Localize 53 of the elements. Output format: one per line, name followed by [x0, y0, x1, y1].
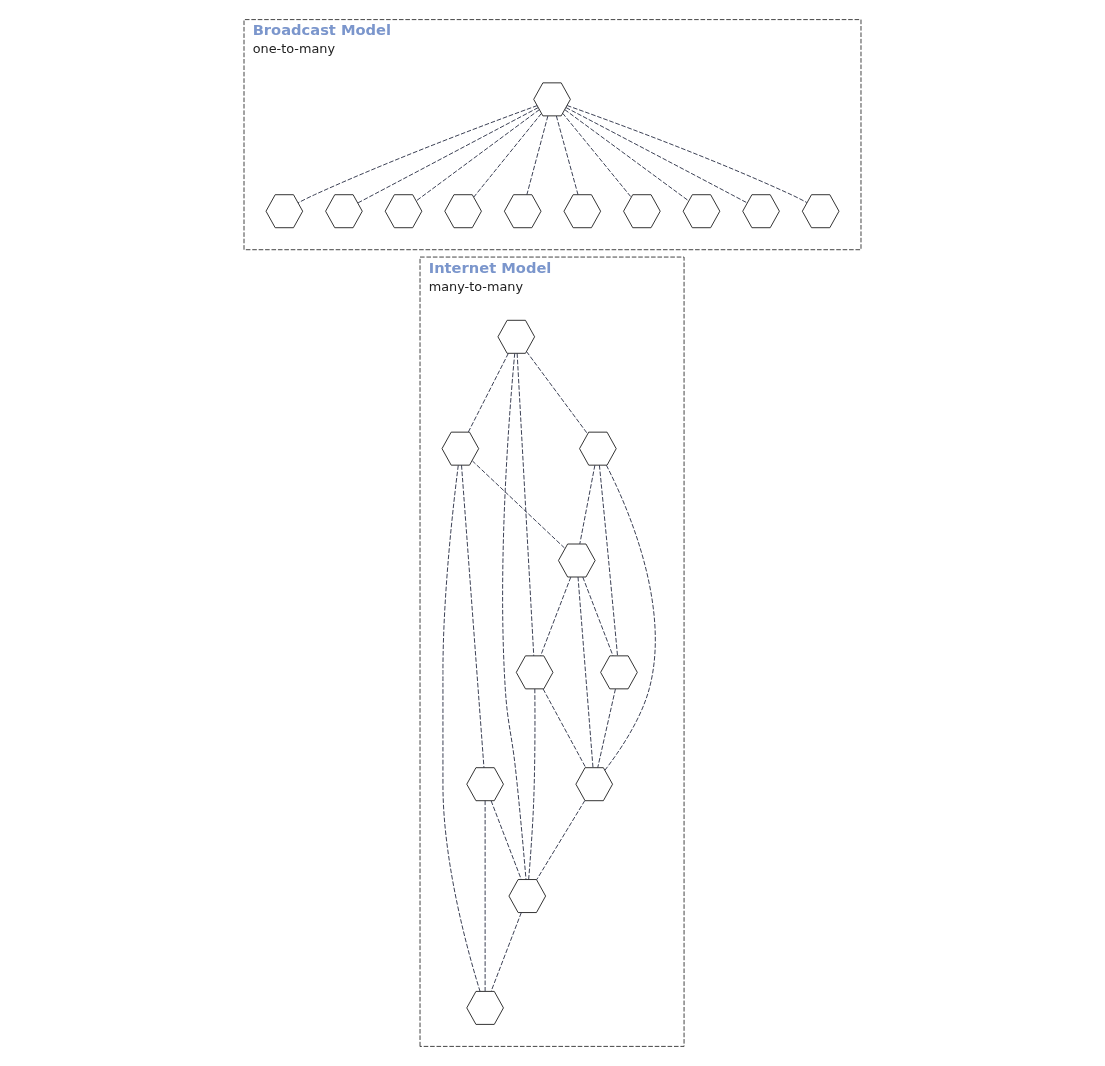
node-hexagon — [558, 543, 596, 578]
connector — [540, 576, 572, 657]
connector — [598, 464, 618, 657]
node-hexagon — [466, 767, 504, 802]
connector — [536, 800, 586, 881]
node-hexagon — [600, 655, 638, 690]
node-hexagon — [579, 431, 617, 466]
node-hexagon — [441, 431, 480, 466]
connector — [516, 352, 535, 657]
connector — [415, 109, 540, 202]
connector — [357, 107, 539, 204]
cluster: Broadcast Model one-to-many — [243, 19, 862, 251]
connector — [564, 109, 690, 202]
node-hexagon — [444, 194, 482, 229]
node-hexagon — [623, 194, 661, 229]
node-hexagon — [265, 194, 304, 229]
node-hexagon — [384, 194, 423, 229]
node-hexagon — [503, 194, 542, 229]
connector — [471, 460, 566, 549]
connector — [473, 113, 542, 198]
node-hexagon — [466, 990, 504, 1025]
connector — [555, 115, 579, 195]
connector — [528, 688, 536, 880]
connector — [442, 464, 481, 992]
node-hexagon — [533, 82, 571, 117]
node-hexagon — [682, 194, 721, 229]
node-hexagon — [801, 194, 840, 229]
connector — [490, 800, 522, 880]
connector — [542, 688, 587, 768]
node-hexagon — [563, 194, 602, 229]
connector — [484, 800, 486, 992]
connector — [579, 464, 596, 545]
connector — [582, 576, 614, 657]
connector — [490, 912, 522, 992]
node-hexagon — [497, 319, 536, 354]
connector — [526, 115, 549, 195]
connector — [526, 351, 589, 435]
node-hexagon — [742, 194, 780, 229]
connector — [577, 576, 594, 768]
connector — [566, 105, 808, 203]
connector — [461, 464, 485, 769]
node-hexagon — [575, 767, 613, 802]
connector — [565, 107, 748, 204]
connector — [502, 353, 527, 880]
connector — [467, 353, 509, 433]
cluster: Internet Model many-to-many — [419, 256, 685, 1047]
node-hexagon — [508, 879, 547, 913]
connector — [597, 688, 616, 768]
node-hexagon — [515, 655, 554, 690]
connector — [297, 105, 538, 204]
node-hexagon — [325, 194, 363, 229]
connector — [562, 112, 632, 198]
connector — [604, 464, 656, 771]
